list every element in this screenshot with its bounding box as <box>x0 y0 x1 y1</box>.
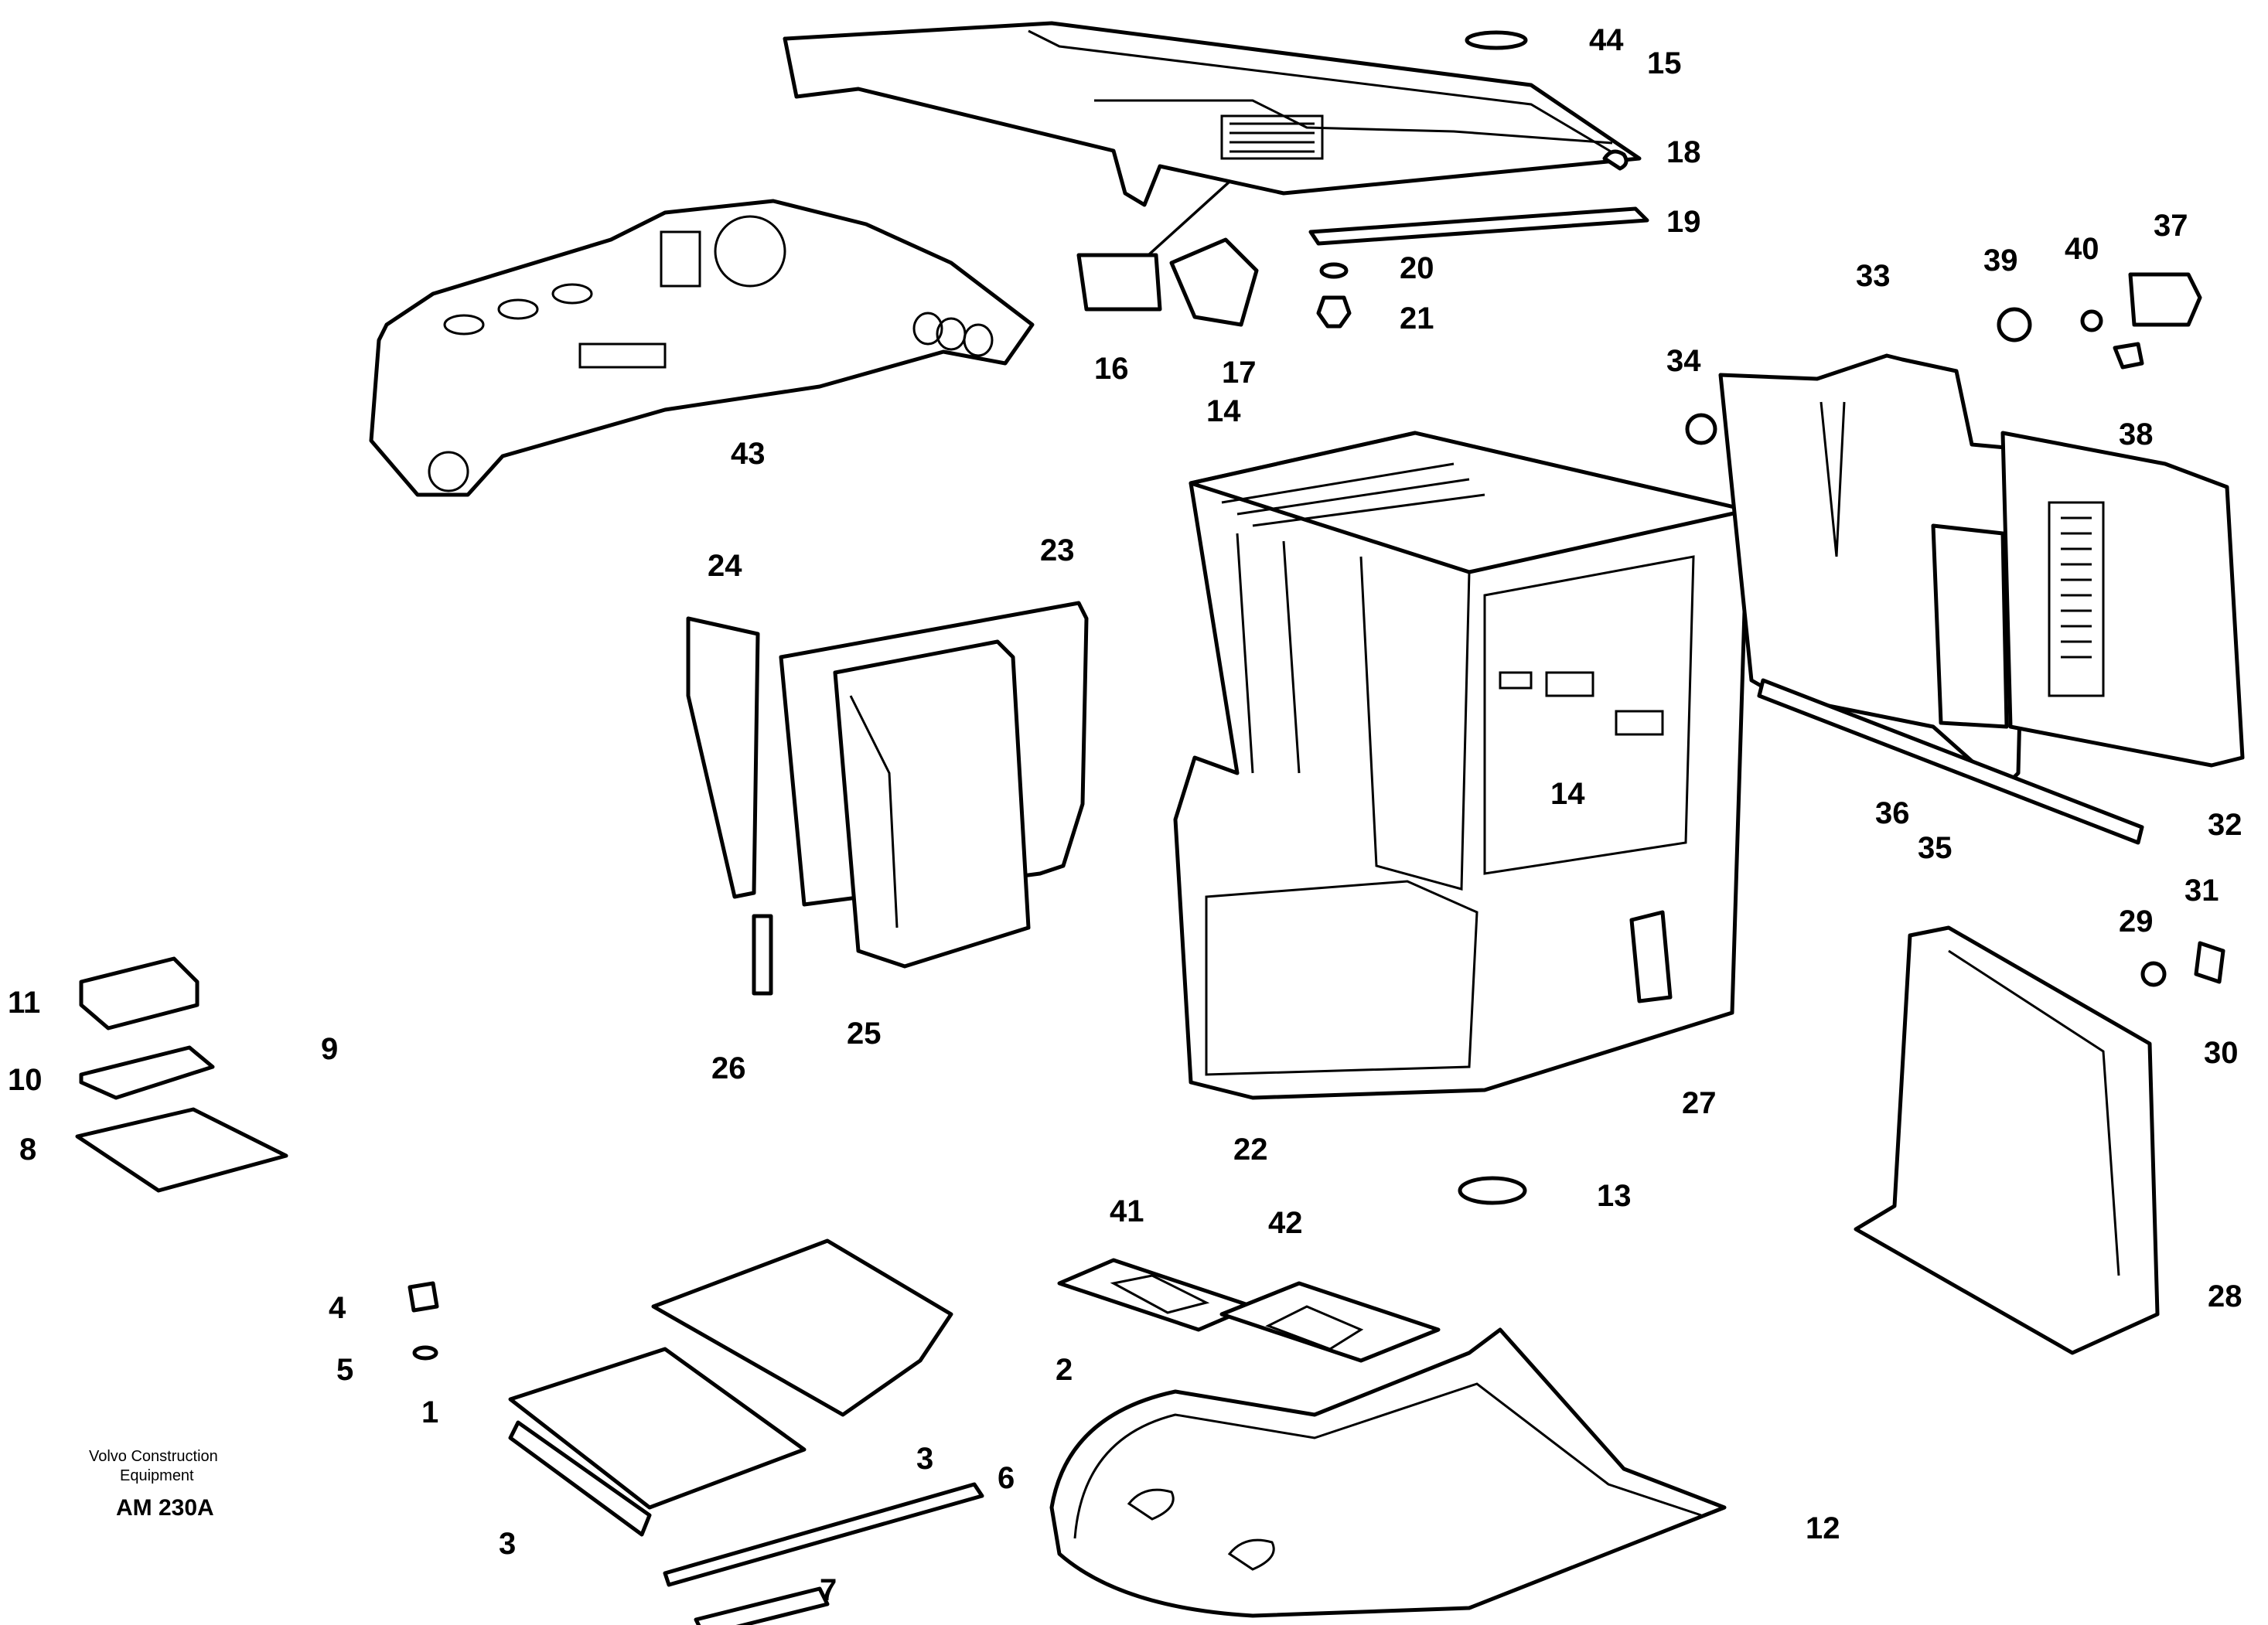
callout-20: 20 <box>1400 251 1434 285</box>
callout-19: 19 <box>1666 205 1701 239</box>
callout-7: 7 <box>820 1573 837 1607</box>
callout-40: 40 <box>2065 232 2099 266</box>
callout-30: 30 <box>2204 1036 2239 1070</box>
callout-31: 31 <box>2184 874 2219 908</box>
callout-21: 21 <box>1400 301 1434 336</box>
callout-14b: 14 <box>1550 777 1585 811</box>
bolts-29-31 <box>2140 941 2225 987</box>
callout-5: 5 <box>336 1353 353 1387</box>
callout-28: 28 <box>2208 1279 2242 1313</box>
callout-13: 13 <box>1597 1179 1632 1213</box>
callout-3a: 3 <box>916 1442 933 1476</box>
callout-38: 38 <box>2119 417 2154 451</box>
bolt-4-washer-5 <box>408 1281 439 1361</box>
callout-11: 11 <box>8 986 40 1020</box>
callout-37: 37 <box>2154 209 2188 243</box>
plates-41-42 <box>1057 1258 1441 1363</box>
washer-nut-20-21 <box>1316 262 1352 329</box>
callout-4: 4 <box>329 1291 346 1325</box>
rear-panel <box>1718 353 2245 845</box>
dashboard <box>369 199 1035 497</box>
callout-29: 29 <box>2119 904 2154 939</box>
callout-6: 6 <box>998 1461 1015 1495</box>
drawing-code: AM 230A <box>116 1495 214 1521</box>
callout-34: 34 <box>1666 344 1701 378</box>
knob-34 <box>1685 413 1717 445</box>
callout-43: 43 <box>731 437 766 471</box>
callout-32: 32 <box>2208 808 2242 842</box>
callout-16: 16 <box>1094 352 1129 386</box>
callout-9: 9 <box>321 1032 338 1066</box>
side-panel-28 <box>1854 925 2160 1355</box>
callout-17: 17 <box>1222 356 1257 390</box>
callout-23: 23 <box>1040 533 1075 567</box>
side-console <box>686 601 1089 996</box>
credit-line-2: Equipment <box>120 1467 194 1484</box>
callout-36: 36 <box>1875 796 1910 830</box>
callout-41: 41 <box>1110 1194 1144 1228</box>
callout-12: 12 <box>1806 1511 1840 1545</box>
latch-parts-37-40 <box>1997 272 2202 370</box>
trim-strip-19 <box>1308 206 1649 246</box>
roof-panel <box>783 21 1642 207</box>
callout-14a: 14 <box>1206 394 1241 428</box>
callout-15: 15 <box>1647 46 1682 80</box>
cab-frame <box>1173 431 1750 1100</box>
callout-27: 27 <box>1682 1086 1717 1120</box>
callout-18: 18 <box>1666 135 1701 169</box>
callout-8: 8 <box>19 1133 36 1167</box>
vent-parts-16-17 <box>1076 180 1259 327</box>
callout-39: 39 <box>1983 244 2018 278</box>
callout-22: 22 <box>1233 1133 1268 1167</box>
callout-24: 24 <box>708 549 742 583</box>
callout-42: 42 <box>1268 1206 1303 1240</box>
credit-block: Volvo Construction Equipment AM 230A <box>89 1448 218 1521</box>
plug-13 <box>1458 1176 1527 1205</box>
floor-plates <box>508 1238 984 1625</box>
credit-line-1: Volvo Construction <box>89 1448 218 1465</box>
callout-26: 26 <box>711 1051 746 1085</box>
callout-3b: 3 <box>499 1527 516 1561</box>
callout-33: 33 <box>1856 259 1891 293</box>
callout-44: 44 <box>1589 23 1624 57</box>
callout-35: 35 <box>1918 831 1953 865</box>
callout-10: 10 <box>8 1063 43 1097</box>
floor-pan <box>1049 1327 1727 1618</box>
callout-1: 1 <box>421 1395 438 1429</box>
callout-labels: 1 2 3 3 4 5 6 7 8 9 10 11 12 13 14 14 15… <box>8 23 2242 1607</box>
pedal-pads <box>75 956 288 1193</box>
callout-25: 25 <box>847 1017 882 1051</box>
callout-2: 2 <box>1056 1353 1073 1387</box>
